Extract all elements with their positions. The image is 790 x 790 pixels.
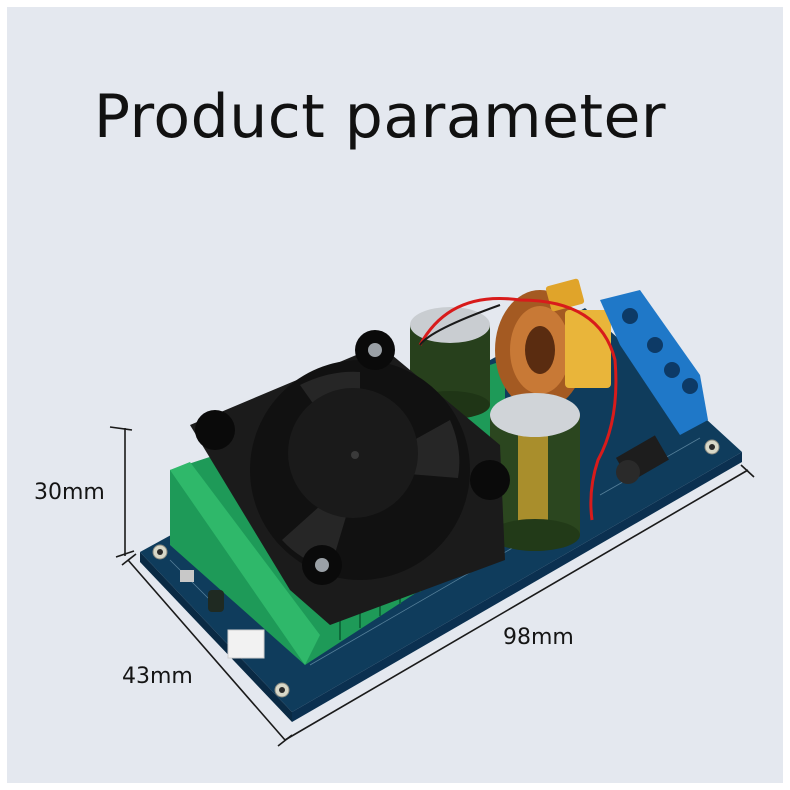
width-label: 98mm <box>503 625 574 650</box>
potentiometer <box>180 570 194 582</box>
inductor-coil <box>495 290 585 410</box>
width-dimension-line <box>284 469 749 741</box>
height-label: 30mm <box>34 480 105 505</box>
red-wire <box>418 296 618 521</box>
depth-top-tick <box>121 553 137 566</box>
black-wire <box>419 304 501 346</box>
small-inductor <box>616 460 640 484</box>
page-title: Product parameter <box>93 82 667 152</box>
depth-dimension-line <box>127 559 286 741</box>
cooling-fan <box>190 330 510 625</box>
height-top-tick <box>109 426 133 431</box>
depth-label: 43mm <box>122 664 193 689</box>
dimension-lines <box>109 426 755 747</box>
yellow-capacitor <box>565 310 611 388</box>
height-bottom-tick <box>115 550 135 558</box>
small-capacitor <box>208 590 224 612</box>
input-connector <box>227 629 265 659</box>
capacitor-bottom <box>490 393 580 551</box>
terminal-block <box>600 290 708 435</box>
width-end-tick <box>740 464 755 478</box>
